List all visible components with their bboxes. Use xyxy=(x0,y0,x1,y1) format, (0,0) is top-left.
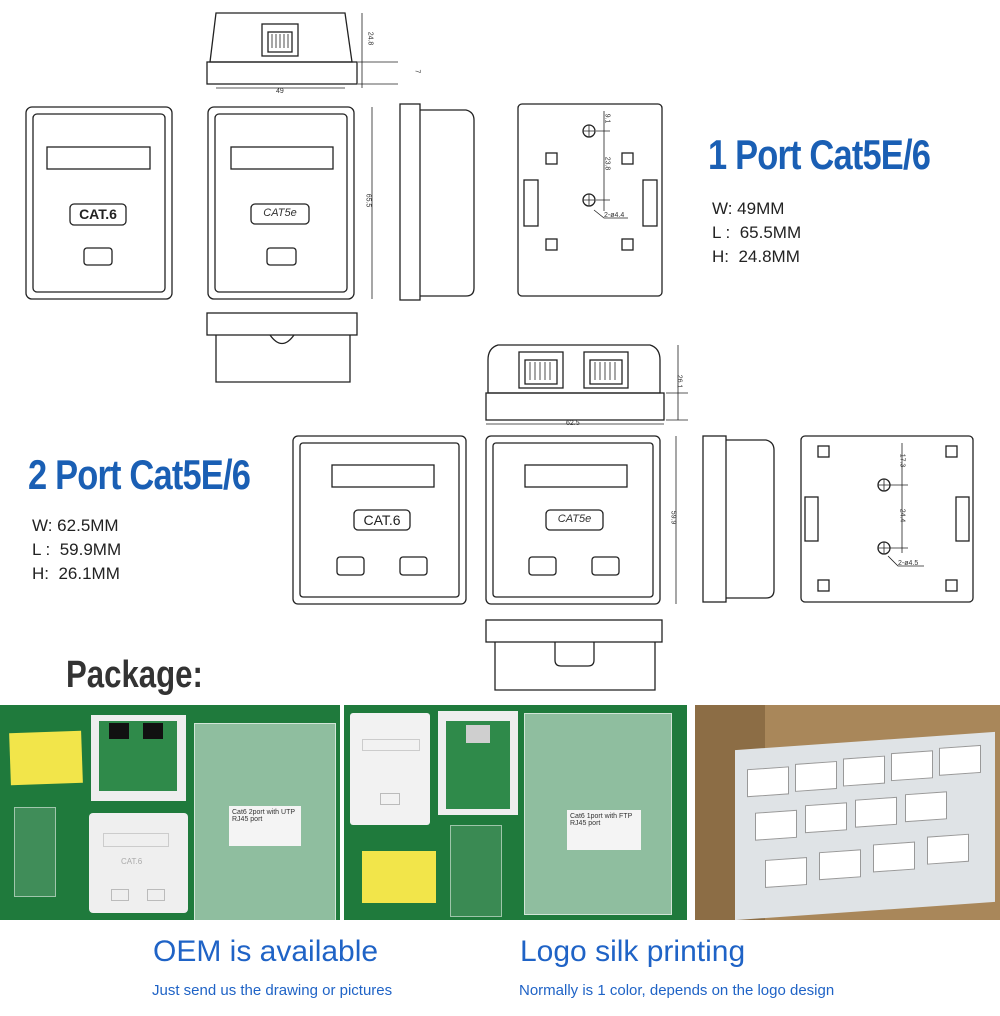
two-port-bottom-view xyxy=(485,619,663,691)
closed-two-port-box: CAT.6 xyxy=(89,813,188,913)
logo-subtitle: Normally is 1 color, depends on the logo… xyxy=(519,982,835,999)
dim-one-back-a: 9.1 xyxy=(603,113,611,124)
screws xyxy=(14,807,56,897)
two-port-specs: W: 62.5MM L : 59.9MM H: 26.1MM xyxy=(32,514,121,586)
one-port-title: 1 Port Cat5E/6 xyxy=(708,131,931,178)
two-port-top-view xyxy=(485,344,688,425)
two-port-height: H: 26.1MM xyxy=(32,564,120,583)
dim-two-top-width: 62.5 xyxy=(566,420,580,427)
zip-bag-two-port: Cat6 2port with UTP RJ45 port xyxy=(194,723,336,920)
two-port-back-view xyxy=(800,435,974,603)
dim-one-back-b: 23.8 xyxy=(603,156,611,171)
two-port-title: 2 Port Cat5E/6 xyxy=(28,451,251,498)
dim-one-top-height: 24.8 xyxy=(366,31,374,46)
two-port-width: W: 62.5MM xyxy=(32,516,119,535)
dim-one-flange: 7 xyxy=(413,69,421,74)
package-photo-carton xyxy=(695,705,1000,920)
one-port-back-view xyxy=(517,103,663,297)
one-port-top-view xyxy=(206,12,398,89)
dim-two-back-hole: 2-ø4.5 xyxy=(898,560,919,567)
two-port-front-b xyxy=(485,435,677,605)
technical-drawings xyxy=(25,12,974,691)
package-photo-two-port: CAT.6 Cat6 2port with UTP RJ45 port xyxy=(0,705,340,920)
two-port-cat5e-label: CAT5e xyxy=(557,513,592,525)
one-port-bottom-view xyxy=(206,312,358,383)
sponge-pad xyxy=(362,851,436,903)
package-heading: Package: xyxy=(66,654,203,696)
two-port-length: L : 59.9MM xyxy=(32,540,122,559)
bag-label-one-port: Cat6 1port with FTP RJ45 port xyxy=(567,810,641,850)
dim-two-back-b: 24.4 xyxy=(898,508,906,523)
two-port-cat6-label: CAT.6 xyxy=(363,512,401,528)
one-port-length: L : 65.5MM xyxy=(712,223,802,242)
logo-title: Logo silk printing xyxy=(520,935,746,968)
sponge-pad xyxy=(9,730,83,786)
package-photo-one-port: Cat6 1port with FTP RJ45 port xyxy=(344,705,687,920)
oem-subtitle: Just send us the drawing or pictures xyxy=(152,982,393,999)
dim-two-top-height: 26.1 xyxy=(675,374,683,389)
box-label: CAT.6 xyxy=(121,857,143,866)
dim-one-back-hole: 2-ø4.4 xyxy=(604,212,625,219)
one-port-width: W: 49MM xyxy=(712,199,785,218)
one-port-side-view xyxy=(399,103,475,301)
one-port-cat5e-label: CAT5e xyxy=(263,207,297,219)
one-port-height: H: 24.8MM xyxy=(712,247,800,266)
dim-one-side-height: 65.5 xyxy=(364,193,372,208)
zip-bag-one-port: Cat6 1port with FTP RJ45 port xyxy=(524,713,672,915)
two-port-side-view xyxy=(702,435,775,603)
one-port-front-a xyxy=(25,106,173,300)
oem-title: OEM is available xyxy=(153,935,379,968)
dim-two-side-height: 59.9 xyxy=(669,510,677,525)
dim-one-top-width: 49 xyxy=(276,88,284,95)
closed-one-port-box xyxy=(350,713,430,825)
open-two-port-box xyxy=(91,715,186,801)
bag-label-two-port: Cat6 2port with UTP RJ45 port xyxy=(229,806,301,846)
dim-two-back-a: 17.3 xyxy=(898,453,906,468)
one-port-specs: W: 49MM L : 65.5MM H: 24.8MM xyxy=(712,197,801,269)
screws xyxy=(450,825,502,917)
two-port-front-a xyxy=(292,435,467,605)
one-port-front-b xyxy=(207,106,373,300)
one-port-cat6-label: CAT.6 xyxy=(79,206,117,222)
open-one-port-box xyxy=(438,711,518,815)
